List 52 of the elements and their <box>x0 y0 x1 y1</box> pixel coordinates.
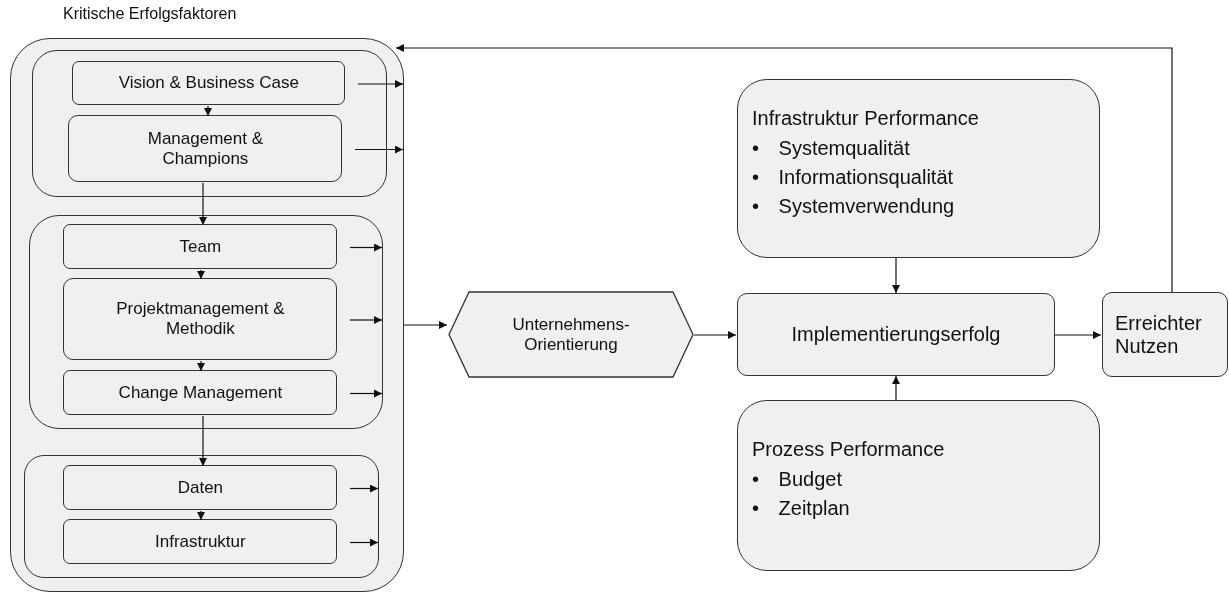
process-box <box>1102 292 1228 377</box>
arrow <box>197 360 205 372</box>
arrow <box>349 243 383 252</box>
node-label: Projektmanagement & Methodik <box>115 299 286 340</box>
arrow <box>199 182 207 226</box>
process-box <box>63 519 338 565</box>
bullet-item: • Systemqualität <box>752 135 911 161</box>
bullet-item: • Systemverwendung <box>752 193 956 219</box>
node-label: Unternehmens- Orientierung <box>511 314 631 355</box>
box-heading: Prozess Performance <box>752 438 945 461</box>
arrow <box>349 389 383 398</box>
arrow <box>197 269 205 280</box>
group-panel <box>28 214 383 429</box>
arrow <box>395 44 1173 293</box>
arrow <box>349 538 379 547</box>
arrow <box>403 321 448 329</box>
process-box <box>737 293 1055 376</box>
arrow <box>197 510 205 521</box>
bullet-item: • Budget <box>752 467 843 492</box>
node-label: Team <box>179 236 222 257</box>
node-label: Vision & Business Case <box>118 73 299 94</box>
arrow <box>349 484 379 493</box>
process-box <box>72 61 346 106</box>
process-box <box>737 79 1100 258</box>
arrow <box>693 331 737 339</box>
arrow <box>354 145 404 154</box>
node-label: Infrastruktur <box>155 531 246 552</box>
bullet-item: • Zeitplan <box>752 496 851 521</box>
bullet-item: • Informationsqualität <box>752 164 955 190</box>
process-box <box>63 224 338 270</box>
node-label: Erreichter Nutzen <box>1115 311 1203 358</box>
process-box <box>63 278 338 361</box>
arrow <box>357 80 404 88</box>
group-title: Kritische Erfolgsfaktoren <box>63 5 237 23</box>
arrow <box>892 257 900 294</box>
arrow <box>199 415 207 467</box>
process-box <box>63 370 338 416</box>
process-box <box>737 400 1100 571</box>
node-label: Daten <box>177 477 224 498</box>
process-box <box>63 465 338 511</box>
box-heading: Infrastruktur Performance <box>752 106 979 130</box>
group-panel <box>31 49 387 197</box>
node-label: Implementierungserfolg <box>791 323 1001 346</box>
node-label: Change Management <box>118 382 283 403</box>
arrow <box>892 375 900 401</box>
group-panel <box>23 454 379 578</box>
hexagon-box <box>448 291 694 378</box>
arrow <box>1054 331 1102 339</box>
arrow <box>204 105 212 117</box>
process-box <box>68 115 343 183</box>
node-label: Management & Champions <box>146 128 264 169</box>
arrow <box>349 316 383 324</box>
